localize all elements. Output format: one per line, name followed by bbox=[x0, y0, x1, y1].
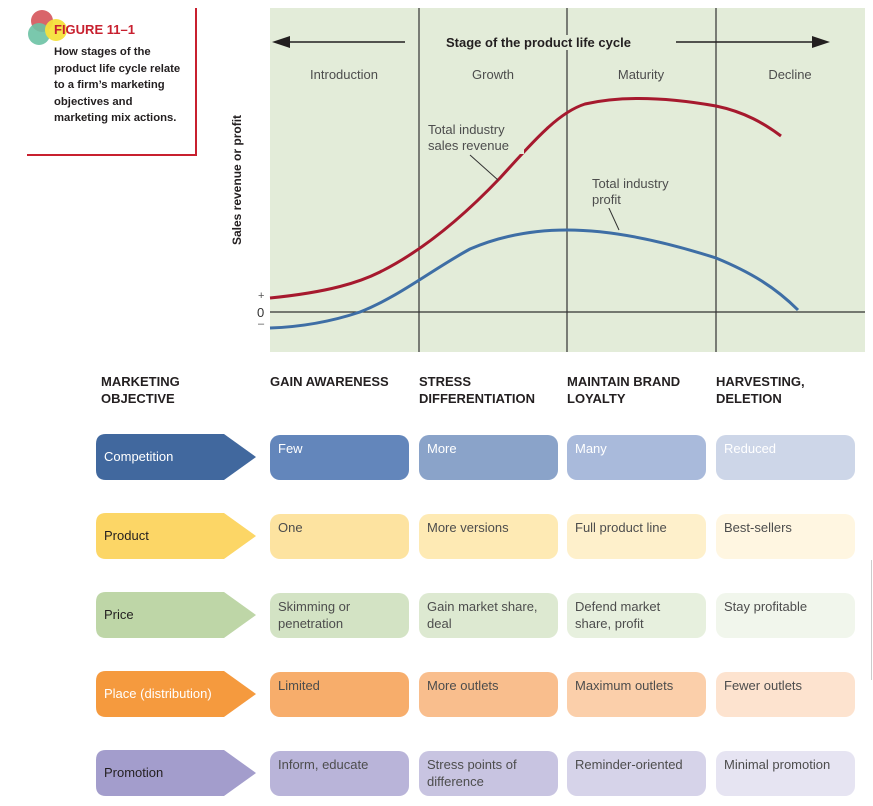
cell-competition-stage-4: Reduced bbox=[716, 435, 855, 480]
row-arrow-shape bbox=[96, 592, 256, 638]
y-tick-zero: 0 bbox=[257, 305, 265, 320]
cell-product-stage-1: One bbox=[270, 514, 409, 559]
stage-arrow-right-head bbox=[812, 36, 830, 48]
row-arrow-shape bbox=[96, 513, 256, 559]
row-label-text: Price bbox=[104, 607, 134, 622]
stage-label-growth: Growth bbox=[472, 67, 514, 82]
revenue-label-leader bbox=[469, 154, 499, 181]
row-label-text: Promotion bbox=[104, 765, 164, 780]
objective-stress-differentiation: STRESS DIFFERENTIATION bbox=[419, 374, 536, 406]
cell-place-stage-3: Maximum outlets bbox=[567, 672, 706, 717]
y-tick-plus: + bbox=[258, 290, 265, 302]
row-arrow-shape bbox=[96, 671, 256, 717]
cell-place-stage-2: More outlets bbox=[419, 672, 558, 717]
cell-product-stage-4: Best-sellers bbox=[716, 514, 855, 559]
objective-maintain-brand-loyalty: MAINTAIN BRAND LOYALTY bbox=[567, 374, 681, 406]
row-label-text: Place (distribution) bbox=[104, 686, 212, 701]
cell-competition-stage-2: More bbox=[419, 435, 558, 480]
row-label-promotion: Promotion bbox=[96, 750, 258, 796]
cell-place-stage-4: Fewer outlets bbox=[716, 672, 855, 717]
profit-curve bbox=[269, 228, 800, 330]
figure-title: FIGURE 11–1 bbox=[54, 22, 135, 37]
profit-label-leader bbox=[607, 205, 620, 231]
product-life-cycle-chart bbox=[269, 8, 865, 352]
cell-price-stage-2: Gain market share, deal bbox=[419, 593, 558, 638]
profit-curve-label: Total industry profit bbox=[592, 176, 688, 208]
row-label-place: Place (distribution) bbox=[96, 671, 258, 717]
cell-price-stage-3: Defend market share, profit bbox=[567, 593, 706, 638]
revenue-curve bbox=[269, 97, 782, 300]
marketing-objective-heading: MARKETING OBJECTIVE bbox=[101, 374, 180, 406]
y-tick-minus: – bbox=[258, 318, 265, 330]
cell-promotion-stage-2: Stress points of difference bbox=[419, 751, 558, 796]
cell-competition-stage-1: Few bbox=[270, 435, 409, 480]
figure-description: How stages of the product life cycle rel… bbox=[54, 46, 181, 124]
y-axis-label: Sales revenue or profit bbox=[230, 114, 244, 246]
stage-label-decline: Decline bbox=[768, 67, 812, 82]
objective-harvesting-deletion: HARVESTING, DELETION bbox=[716, 374, 805, 406]
row-arrow-shape bbox=[96, 750, 256, 796]
cell-price-stage-1: Skimming or penetration bbox=[270, 593, 409, 638]
cell-promotion-stage-3: Reminder-oriented bbox=[567, 751, 706, 796]
row-label-text: Competition bbox=[104, 449, 174, 464]
cell-place-stage-1: Limited bbox=[270, 672, 409, 717]
cell-product-stage-3: Full product line bbox=[567, 514, 706, 559]
cell-competition-stage-3: Many bbox=[567, 435, 706, 480]
objective-gain-awareness: GAIN AWARENESS bbox=[270, 374, 389, 389]
side-rule bbox=[871, 560, 872, 680]
row-label-price: Price bbox=[96, 592, 258, 638]
revenue-curve-label: Total industry sales revenue bbox=[428, 122, 524, 154]
figure-logo-icon bbox=[28, 10, 67, 45]
stage-arrow-left-head bbox=[272, 36, 290, 48]
stage-label-introduction: Introduction bbox=[310, 67, 378, 82]
chart-header: Stage of the product life cycle bbox=[440, 35, 637, 50]
cell-promotion-stage-1: Inform, educate bbox=[270, 751, 409, 796]
stage-label-maturity: Maturity bbox=[617, 67, 665, 82]
row-label-competition: Competition bbox=[96, 434, 258, 480]
cell-product-stage-2: More versions bbox=[419, 514, 558, 559]
row-label-text: Product bbox=[104, 528, 149, 543]
cell-promotion-stage-4: Minimal promotion bbox=[716, 751, 855, 796]
cell-price-stage-4: Stay profitable bbox=[716, 593, 855, 638]
figure-caption-box bbox=[27, 8, 197, 156]
row-label-product: Product bbox=[96, 513, 258, 559]
row-arrow-shape bbox=[96, 434, 256, 480]
